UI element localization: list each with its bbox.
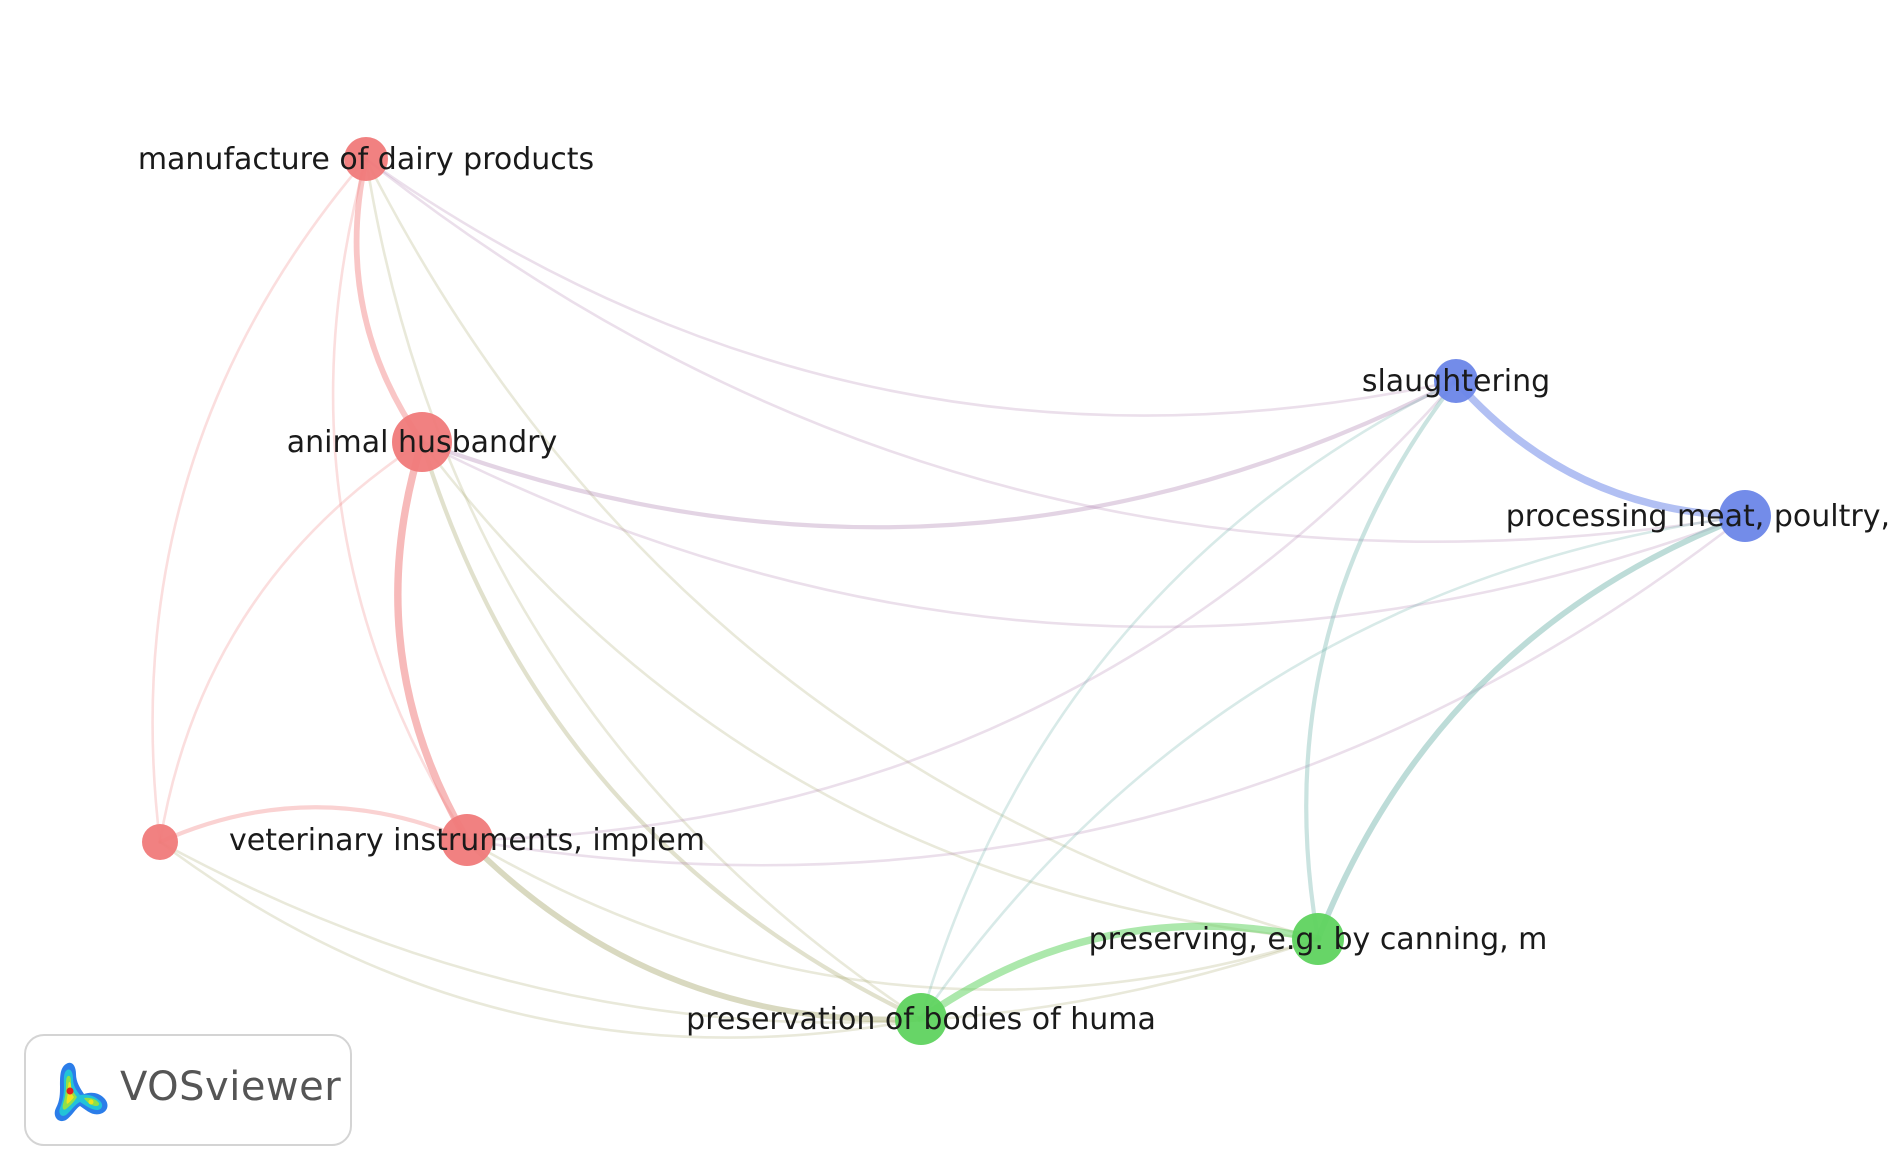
link-dairy-vet — [331, 157, 469, 842]
vosviewer-logo-icon — [54, 1062, 108, 1122]
node-dairy[interactable] — [344, 137, 388, 181]
link-small-preserving — [158, 840, 1320, 1024]
link-husbandry-bodies — [419, 439, 924, 1022]
link-small-bodies — [158, 840, 923, 1039]
link-meat-bodies — [919, 514, 1747, 1021]
links-layer — [151, 156, 1749, 1039]
link-husbandry-preserving — [420, 440, 1320, 941]
link-slaughter-preserving — [1304, 378, 1459, 942]
vosviewer-logo: VOSviewer — [24, 1034, 352, 1146]
node-bodies[interactable] — [895, 993, 947, 1045]
link-dairy-bodies — [364, 157, 923, 1021]
node-label-husbandry[interactable]: animal husbandry — [287, 425, 557, 460]
link-vet-small — [157, 805, 470, 845]
link-husbandry-vet — [394, 438, 471, 844]
node-label-dairy[interactable]: manufacture of dairy products — [138, 142, 594, 177]
node-preserving[interactable] — [1292, 913, 1344, 965]
link-vet-slaughter — [465, 379, 1458, 842]
link-meat-preserving — [1315, 513, 1748, 942]
link-husbandry-meat — [420, 440, 1747, 629]
link-husbandry-small — [158, 440, 424, 844]
link-dairy-meat — [364, 157, 1747, 544]
node-husbandry[interactable] — [392, 412, 452, 472]
link-slaughter-bodies — [919, 379, 1458, 1021]
link-husbandry-slaughter — [419, 378, 1459, 530]
node-label-meat[interactable]: processing meat, poultry, — [1506, 499, 1890, 534]
node-label-vet[interactable]: veterinary instruments, implem — [229, 823, 705, 858]
link-vet-bodies — [464, 837, 924, 1023]
link-dairy-husbandry — [353, 156, 425, 445]
link-dairy-slaughter — [364, 157, 1458, 417]
link-vet-preserving — [465, 838, 1320, 991]
vosviewer-logo-text: VOSviewer — [120, 1064, 342, 1110]
node-small[interactable] — [142, 824, 178, 860]
link-dairy-preserving — [364, 157, 1320, 941]
link-dairy-small — [151, 157, 368, 844]
link-slaughter-meat — [1452, 377, 1749, 520]
node-label-bodies[interactable]: preservation of bodies of huma — [686, 1002, 1156, 1037]
labels-layer: manufacture of dairy products animal husb… — [138, 142, 1890, 1037]
node-meat[interactable] — [1719, 490, 1771, 542]
node-label-slaughter[interactable]: slaughtering — [1362, 364, 1550, 399]
link-preserving-bodies — [917, 922, 1322, 1023]
node-label-preserving[interactable]: preserving, e.g. by canning, m — [1089, 922, 1548, 957]
node-slaughter[interactable] — [1434, 359, 1478, 403]
node-vet[interactable] — [441, 814, 493, 866]
link-vet-meat — [465, 514, 1747, 867]
nodes-layer — [142, 137, 1771, 1045]
